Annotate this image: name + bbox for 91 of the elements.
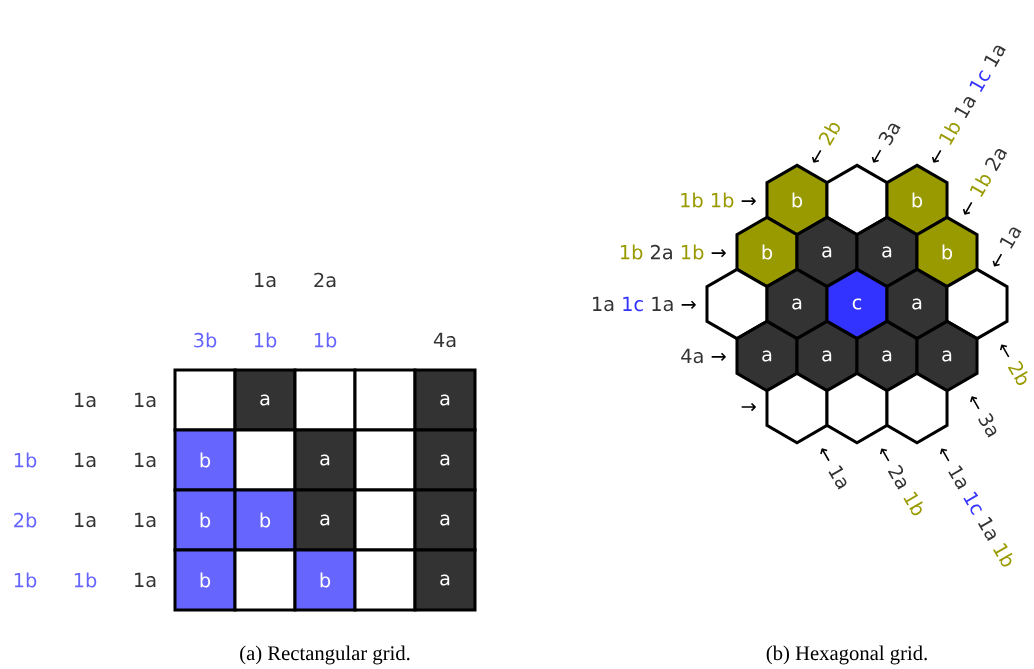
clue-number: 1c: [623, 296, 643, 312]
clue-number: 2a: [314, 272, 336, 288]
clue-number: 1a: [652, 296, 673, 312]
hex-cell: [825, 371, 889, 445]
clue-number: 1b: [14, 452, 37, 468]
clue-number: 1c: [969, 70, 991, 93]
clue-number: 3a: [978, 412, 997, 438]
clue-number: 1b: [681, 192, 703, 208]
arrow-symbol: →: [711, 249, 726, 258]
arrow-symbol: ←: [999, 344, 1010, 358]
grid-cell: a: [293, 488, 357, 552]
clue-number: 1a: [75, 452, 96, 468]
hex-cell: a: [735, 319, 799, 393]
grid-cell: b: [233, 488, 297, 552]
arrow-symbol: ←: [879, 448, 890, 462]
clue-number: 1b: [314, 332, 337, 348]
arrow-symbol: →: [711, 352, 726, 361]
hex-cell: a: [915, 319, 979, 393]
clue-number: 3a: [878, 123, 901, 146]
clue-number: 1a: [135, 452, 156, 468]
arrow-symbol: ←: [811, 149, 822, 163]
grid-cell: a: [413, 488, 477, 552]
caption: (a) Rectangular grid.: [240, 645, 410, 665]
grid-cell: [233, 428, 297, 492]
clue-number: 2a: [887, 464, 907, 490]
clue-number: 1a: [954, 97, 977, 119]
clue-number: 1b: [711, 192, 734, 208]
grid-cell: [353, 428, 417, 492]
grid-cell: b: [173, 428, 237, 492]
clue-number: 4a: [681, 348, 703, 364]
clue-number: 4a: [433, 332, 456, 348]
arrow-symbol: ←: [820, 448, 830, 462]
clue-number: 1a: [135, 572, 156, 588]
clue-number: 1a: [75, 512, 96, 528]
grid-cell: [353, 368, 417, 432]
clue-number: 1a: [75, 392, 96, 408]
hex-cell: b: [915, 215, 979, 289]
clue-number: 1a: [255, 272, 276, 288]
clue-number: 1a: [135, 512, 156, 528]
arrow-symbol: ←: [939, 448, 950, 462]
hex-cell: [885, 371, 949, 445]
grid-cell: a: [413, 548, 477, 612]
grid-cell: [353, 488, 417, 552]
grid-cell: a: [293, 428, 357, 492]
hex-cell: b: [885, 163, 949, 237]
arrow-symbol: ←: [970, 396, 980, 410]
arrow-symbol: ←: [871, 149, 882, 163]
grid-cell: a: [233, 368, 297, 432]
clue-number: 1a: [984, 45, 1006, 67]
clue-number: 1b: [970, 175, 991, 197]
arrow-symbol: →: [741, 197, 756, 206]
grid-cell: a: [413, 428, 477, 492]
arrow-symbol: ←: [962, 201, 973, 215]
clue-number: 2a: [985, 149, 1008, 172]
clue-number: 1c: [963, 491, 982, 516]
grid-cell: b: [293, 548, 357, 612]
hex-cell: [765, 371, 829, 445]
clue-number: 1b: [993, 542, 1013, 567]
clue-number: 2a: [650, 244, 672, 260]
clue-number: 1b: [74, 572, 97, 588]
clue-number: 2b: [14, 512, 37, 528]
clue-number: 1a: [999, 227, 1022, 249]
grid-cell: [293, 368, 357, 432]
clue-number: 1a: [828, 465, 847, 490]
arrow-symbol: →: [681, 300, 696, 309]
clue-number: 1a: [948, 465, 967, 490]
grid-cell: b: [173, 548, 237, 612]
arrow-symbol: ←: [931, 149, 942, 163]
grid-cell: [233, 548, 297, 612]
hex-cell: [945, 267, 1009, 341]
clue-number: 1b: [14, 572, 37, 588]
clue-number: 2b: [818, 123, 840, 146]
grid-cell: b: [173, 488, 237, 552]
clue-number: 2b: [1007, 360, 1028, 385]
grid-cell: [353, 548, 417, 612]
clue-number: 1b: [903, 491, 923, 516]
clue-number: 1b: [254, 332, 277, 348]
grid-cell: a: [413, 368, 477, 432]
grid-cell: [173, 368, 237, 432]
clue-number: 1a: [135, 392, 156, 408]
clue-number: 1b: [620, 244, 643, 260]
clue-number: 1b: [681, 244, 704, 260]
hex-cell: c: [825, 267, 889, 341]
caption: (b) Hexagonal grid.: [766, 645, 927, 665]
clue-number: 1b: [939, 123, 960, 145]
hex-cell: [705, 267, 769, 341]
arrow-symbol: ←: [992, 253, 1003, 267]
arrow-symbol: →: [741, 402, 756, 412]
clue-number: 1a: [977, 516, 996, 541]
clue-number: 3b: [194, 332, 217, 348]
clue-number: 1a: [593, 296, 614, 312]
